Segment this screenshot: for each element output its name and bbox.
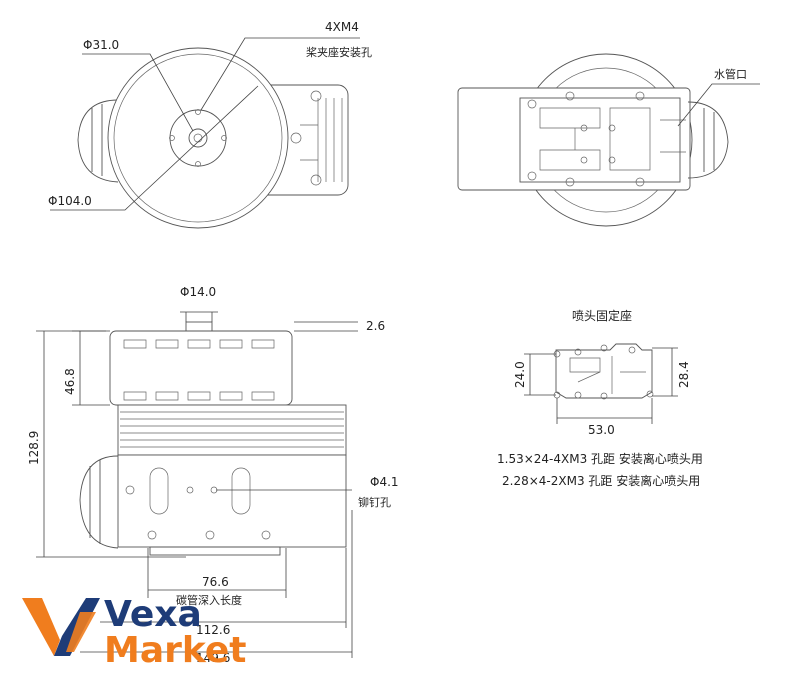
nozzle-plate-outline xyxy=(555,343,653,399)
top-shaft xyxy=(188,128,208,148)
bottom-hole-2 xyxy=(565,91,575,101)
top-mount-hole-4 xyxy=(221,135,227,141)
top-view xyxy=(50,37,360,229)
top-hub xyxy=(169,109,227,167)
nozzle-plate-details xyxy=(569,356,646,394)
bottom-water-pipe xyxy=(660,119,686,153)
side-screw-4 xyxy=(205,530,215,540)
top-mount-hole-3 xyxy=(169,135,175,141)
label-nozzle-w: 53.0 xyxy=(588,423,615,437)
side-heatsink xyxy=(117,404,347,456)
bottom-hole-4 xyxy=(527,171,537,181)
dim-width-total xyxy=(80,510,353,658)
dim-shaft xyxy=(180,311,218,322)
logo-text-vexa: Vexa xyxy=(104,594,202,635)
nozzle-title: 喷头固定座 xyxy=(572,308,632,323)
side-view xyxy=(36,311,358,658)
dim-nozzle-h-left xyxy=(524,353,556,396)
bottom-mount-plate xyxy=(519,97,681,183)
nozzle-spec-2: 2.28×4-2XM3 孔距 安装离心喷头用 xyxy=(502,473,700,488)
label-depth-value: 76.6 xyxy=(202,575,229,589)
dim-depth xyxy=(147,548,287,598)
bottom-hole-5 xyxy=(565,177,575,187)
top-outer-ring xyxy=(107,47,289,229)
side-motor-slots xyxy=(123,339,275,401)
side-motor-body xyxy=(109,330,293,406)
label-nozzle-h-left: 24.0 xyxy=(513,361,527,388)
label-h-top: 2.6 xyxy=(366,319,385,333)
side-shaft xyxy=(185,321,213,332)
nozzle-hole-8 xyxy=(646,390,654,398)
label-h-motor: 46.8 xyxy=(63,368,77,395)
label-nozzle-h-right: 28.4 xyxy=(677,361,691,388)
bottom-hole-6 xyxy=(635,177,645,187)
label-holes-desc: 桨夹座安装孔 xyxy=(306,45,372,59)
label-holes-spec: 4XM4 xyxy=(325,20,359,34)
label-water-inlet: 水管口 xyxy=(714,67,747,81)
side-bottom-plate xyxy=(149,546,281,556)
nozzle-hole-3 xyxy=(600,344,608,352)
dim-nozzle-h-right xyxy=(652,347,678,397)
logo-v-orange xyxy=(22,598,60,656)
leader-water xyxy=(677,83,760,127)
side-slot-right xyxy=(231,467,251,515)
label-h-total: 128.9 xyxy=(27,431,41,465)
label-rivet-dia: Φ4.1 xyxy=(370,475,399,489)
label-dia-small: Φ31.0 xyxy=(83,38,119,52)
dim-top xyxy=(294,321,358,332)
bottom-view xyxy=(457,53,760,227)
nozzle-spec-1: 1.53×24-4XM3 孔距 安装离心喷头用 xyxy=(497,451,703,466)
side-slot-left xyxy=(149,467,169,515)
label-dia-large: Φ104.0 xyxy=(48,194,92,208)
label-dia-shaft: Φ14.0 xyxy=(180,285,216,299)
label-depth-desc: 碳管深入长度 xyxy=(176,593,242,607)
dim-motor-h xyxy=(72,330,110,406)
bottom-plate-details xyxy=(539,107,651,171)
top-arm-fins xyxy=(300,98,343,182)
dim-nozzle-w xyxy=(556,398,653,424)
side-screw-3 xyxy=(147,530,157,540)
top-arm-screw-1 xyxy=(310,90,322,102)
side-screw-1 xyxy=(186,486,194,494)
bottom-hole-1 xyxy=(527,99,537,109)
leader-holes xyxy=(200,37,360,111)
dim-width-mid xyxy=(100,548,347,628)
bottom-clamp xyxy=(687,101,729,179)
nozzle-mount-view xyxy=(524,343,678,424)
side-screw-2 xyxy=(125,485,135,495)
label-width-total: 149.6 xyxy=(196,651,230,665)
bottom-hole-7 xyxy=(580,124,588,132)
top-inner-ring xyxy=(113,53,283,223)
label-rivet-desc: 铆钉孔 xyxy=(358,495,391,509)
logo-text-market: Market xyxy=(104,630,246,671)
nozzle-hole-4 xyxy=(628,346,636,354)
top-arm-screw-2 xyxy=(310,174,322,186)
nozzle-hole-6 xyxy=(574,391,582,399)
side-clamp xyxy=(79,455,119,549)
leader-dia-large xyxy=(50,85,259,211)
logo-v-accent xyxy=(66,612,96,652)
bottom-hole-10 xyxy=(608,156,616,164)
leader-dia-small xyxy=(82,53,194,132)
top-mount-hole-2 xyxy=(195,161,201,167)
bottom-hole-8 xyxy=(608,124,616,132)
label-width-mid: 112.6 xyxy=(196,623,230,637)
top-clamp xyxy=(77,99,119,183)
vexa-market-logo: Vexa Market xyxy=(22,594,246,671)
bottom-hole-3 xyxy=(635,91,645,101)
side-heatsink-fins xyxy=(120,411,344,448)
nozzle-hole-2 xyxy=(574,348,582,356)
bottom-hole-9 xyxy=(580,156,588,164)
dim-total-h xyxy=(36,330,186,558)
nozzle-hole-7 xyxy=(600,392,608,400)
side-screw-5 xyxy=(261,530,271,540)
top-arm-screw-3 xyxy=(290,132,302,144)
top-mount-hole-1 xyxy=(195,109,201,115)
bottom-arm-body xyxy=(457,87,691,191)
